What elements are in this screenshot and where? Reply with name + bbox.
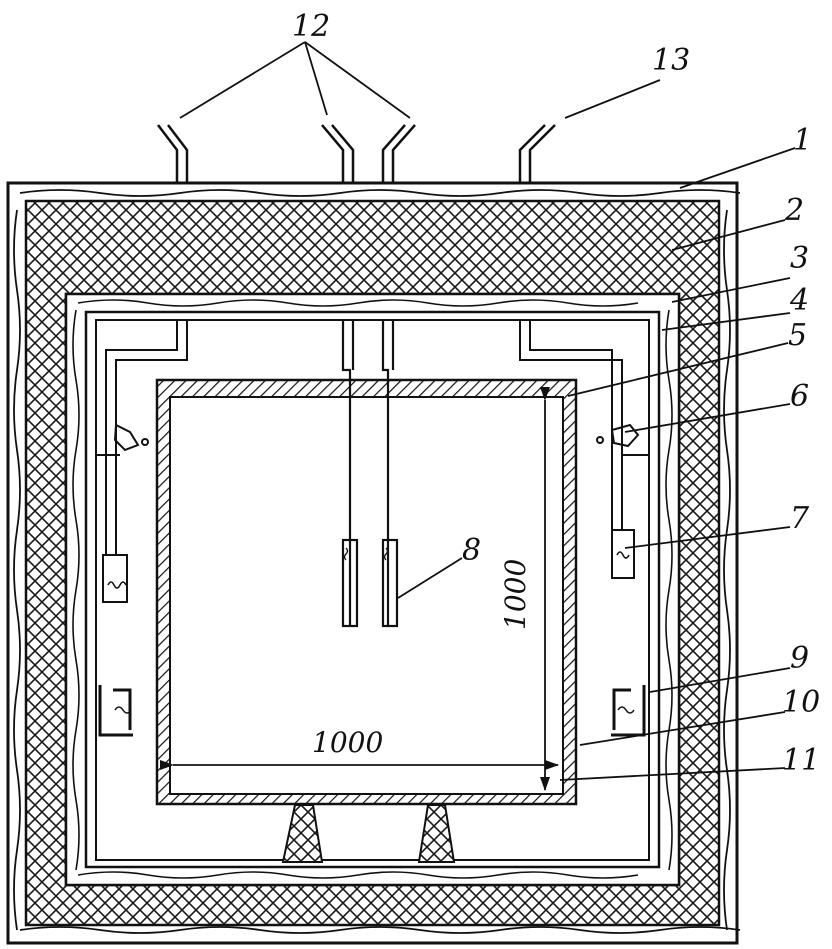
left-piping bbox=[96, 320, 188, 560]
support-left bbox=[281, 804, 324, 863]
inner-fibrous-layer bbox=[72, 299, 673, 879]
left-heater-element bbox=[102, 554, 128, 603]
left-heater-coil bbox=[107, 581, 127, 589]
height-dimension-text: 1000 bbox=[499, 559, 532, 630]
width-dimension-text: 1000 bbox=[312, 726, 383, 759]
left-bracket bbox=[98, 685, 133, 737]
label-8: 8 bbox=[462, 533, 481, 568]
label-12: 12 bbox=[292, 9, 330, 44]
left-thermocouple-6 bbox=[113, 423, 149, 452]
leader-lines bbox=[179, 41, 796, 781]
label-13: 13 bbox=[652, 43, 690, 78]
label-6: 6 bbox=[790, 379, 809, 414]
label-10: 10 bbox=[782, 685, 820, 720]
label-7: 7 bbox=[790, 501, 810, 536]
right-thermocouple-6 bbox=[596, 423, 640, 448]
chamber-interior bbox=[169, 396, 564, 795]
outer-fibrous-layer bbox=[13, 189, 741, 934]
label-4: 4 bbox=[789, 283, 809, 318]
label-9: 9 bbox=[790, 641, 809, 676]
tube-pipes-12 bbox=[157, 124, 556, 183]
right-heater-coil bbox=[616, 551, 630, 559]
label-11: 11 bbox=[782, 743, 820, 778]
label-5: 5 bbox=[788, 318, 807, 353]
probe-right-8 bbox=[381, 320, 399, 628]
label-1: 1 bbox=[793, 123, 812, 158]
label-3: 3 bbox=[790, 241, 809, 276]
probe-left-8 bbox=[341, 320, 359, 628]
label-2: 2 bbox=[784, 193, 804, 228]
support-right bbox=[417, 804, 456, 863]
